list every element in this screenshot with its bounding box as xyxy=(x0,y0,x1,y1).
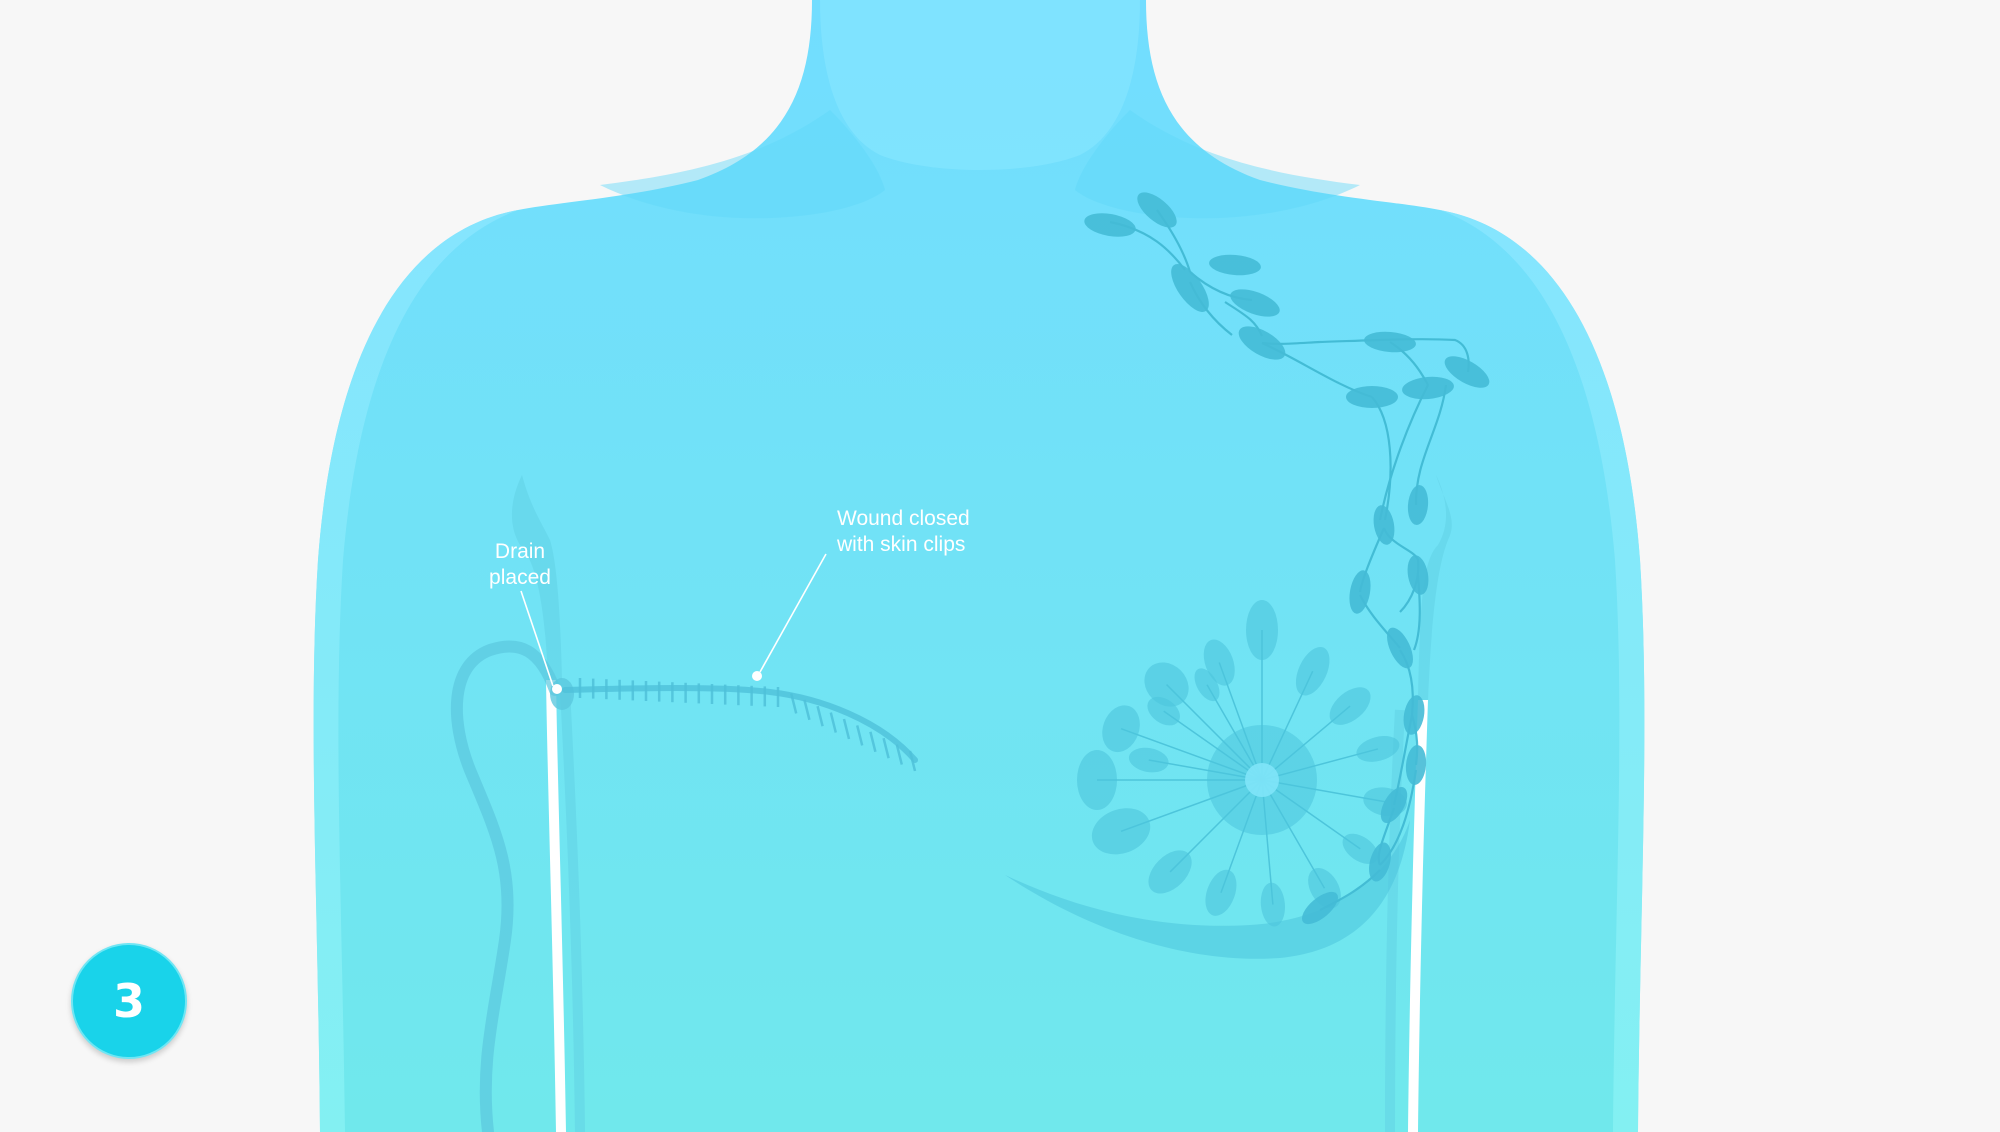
right-arm-gap xyxy=(1408,700,1428,1132)
drain-label-line2: placed xyxy=(489,566,551,589)
wound-leader-line xyxy=(759,553,827,673)
clavicle-right xyxy=(1075,110,1360,219)
drain-leader-line xyxy=(520,590,554,687)
lymph-node xyxy=(1349,570,1371,614)
nipple xyxy=(1245,763,1279,797)
lymph-node xyxy=(1238,326,1286,360)
skin-clips xyxy=(578,678,917,772)
lymph-node xyxy=(1373,505,1395,545)
lobule xyxy=(1205,869,1237,916)
lymph-node xyxy=(1230,289,1280,317)
clavicle-left xyxy=(600,110,885,219)
skin-clip xyxy=(908,750,917,772)
skin-clip xyxy=(855,725,864,746)
lobule xyxy=(1342,833,1379,864)
left-torso-side-line xyxy=(560,689,585,1132)
skin-clip xyxy=(816,705,824,727)
lymph-node xyxy=(1084,213,1136,237)
lymph-node xyxy=(1364,331,1416,353)
skin-clip xyxy=(882,737,890,759)
breast-outline xyxy=(1005,820,1410,959)
lobule xyxy=(1148,850,1192,894)
lobule xyxy=(1144,662,1189,707)
lymph-node xyxy=(1209,254,1261,276)
lymph-node xyxy=(1346,386,1398,408)
lobule xyxy=(1260,882,1286,927)
lobule xyxy=(1147,696,1180,726)
right-torso-side-line xyxy=(1385,709,1405,1132)
skin-clip xyxy=(803,699,811,721)
skin-clip xyxy=(895,744,904,765)
torso-silhouette xyxy=(313,0,1645,1132)
lobule xyxy=(1295,646,1330,696)
lymph-node xyxy=(1387,627,1413,669)
drain-exit xyxy=(550,678,574,710)
skin-clip xyxy=(869,731,877,753)
lobule xyxy=(1102,705,1140,753)
drain-leader-dot xyxy=(552,684,562,694)
lymph-node xyxy=(1301,891,1339,925)
skin-clip xyxy=(829,712,838,733)
lobule xyxy=(1128,747,1169,773)
lymph-node xyxy=(1444,356,1490,388)
lymph-node xyxy=(1402,376,1454,400)
lobule xyxy=(1356,736,1400,762)
right-axilla-fold xyxy=(1418,475,1452,700)
left-arm-gap xyxy=(546,680,566,1132)
skin-clip xyxy=(789,693,798,714)
wound-leader-dot xyxy=(752,671,762,681)
wound-label-line2: with skin clips xyxy=(836,533,965,556)
lymph-node xyxy=(1403,695,1425,735)
lymph-node xyxy=(1407,555,1429,595)
lymph-node xyxy=(1369,842,1391,882)
lobule xyxy=(1203,639,1235,686)
lobule xyxy=(1329,687,1371,725)
lymph-node xyxy=(1380,786,1408,824)
wound-label-line1: Wound closed xyxy=(837,507,970,530)
lymph-nodes xyxy=(1084,192,1490,925)
lymph-node xyxy=(1137,192,1177,228)
step-number-badge[interactable]: 3 xyxy=(71,943,187,1059)
right-arm-edge xyxy=(1440,210,1645,1132)
neck-shadow xyxy=(820,0,1140,170)
lobules xyxy=(1077,600,1407,927)
lobule xyxy=(1246,600,1278,660)
drain-label-line1: Drain xyxy=(495,540,545,563)
lobule xyxy=(1091,808,1151,855)
left-axilla-fold xyxy=(511,475,562,680)
lymph-node xyxy=(1407,485,1429,525)
skin-clip xyxy=(842,718,851,740)
lymph-node xyxy=(1405,745,1427,785)
lymph-node xyxy=(1171,264,1209,312)
left-arm-edge xyxy=(313,210,518,1132)
lobule xyxy=(1194,668,1220,702)
drain-tube xyxy=(450,640,561,1132)
surgical-scar xyxy=(562,685,918,763)
lobule xyxy=(1077,750,1117,810)
